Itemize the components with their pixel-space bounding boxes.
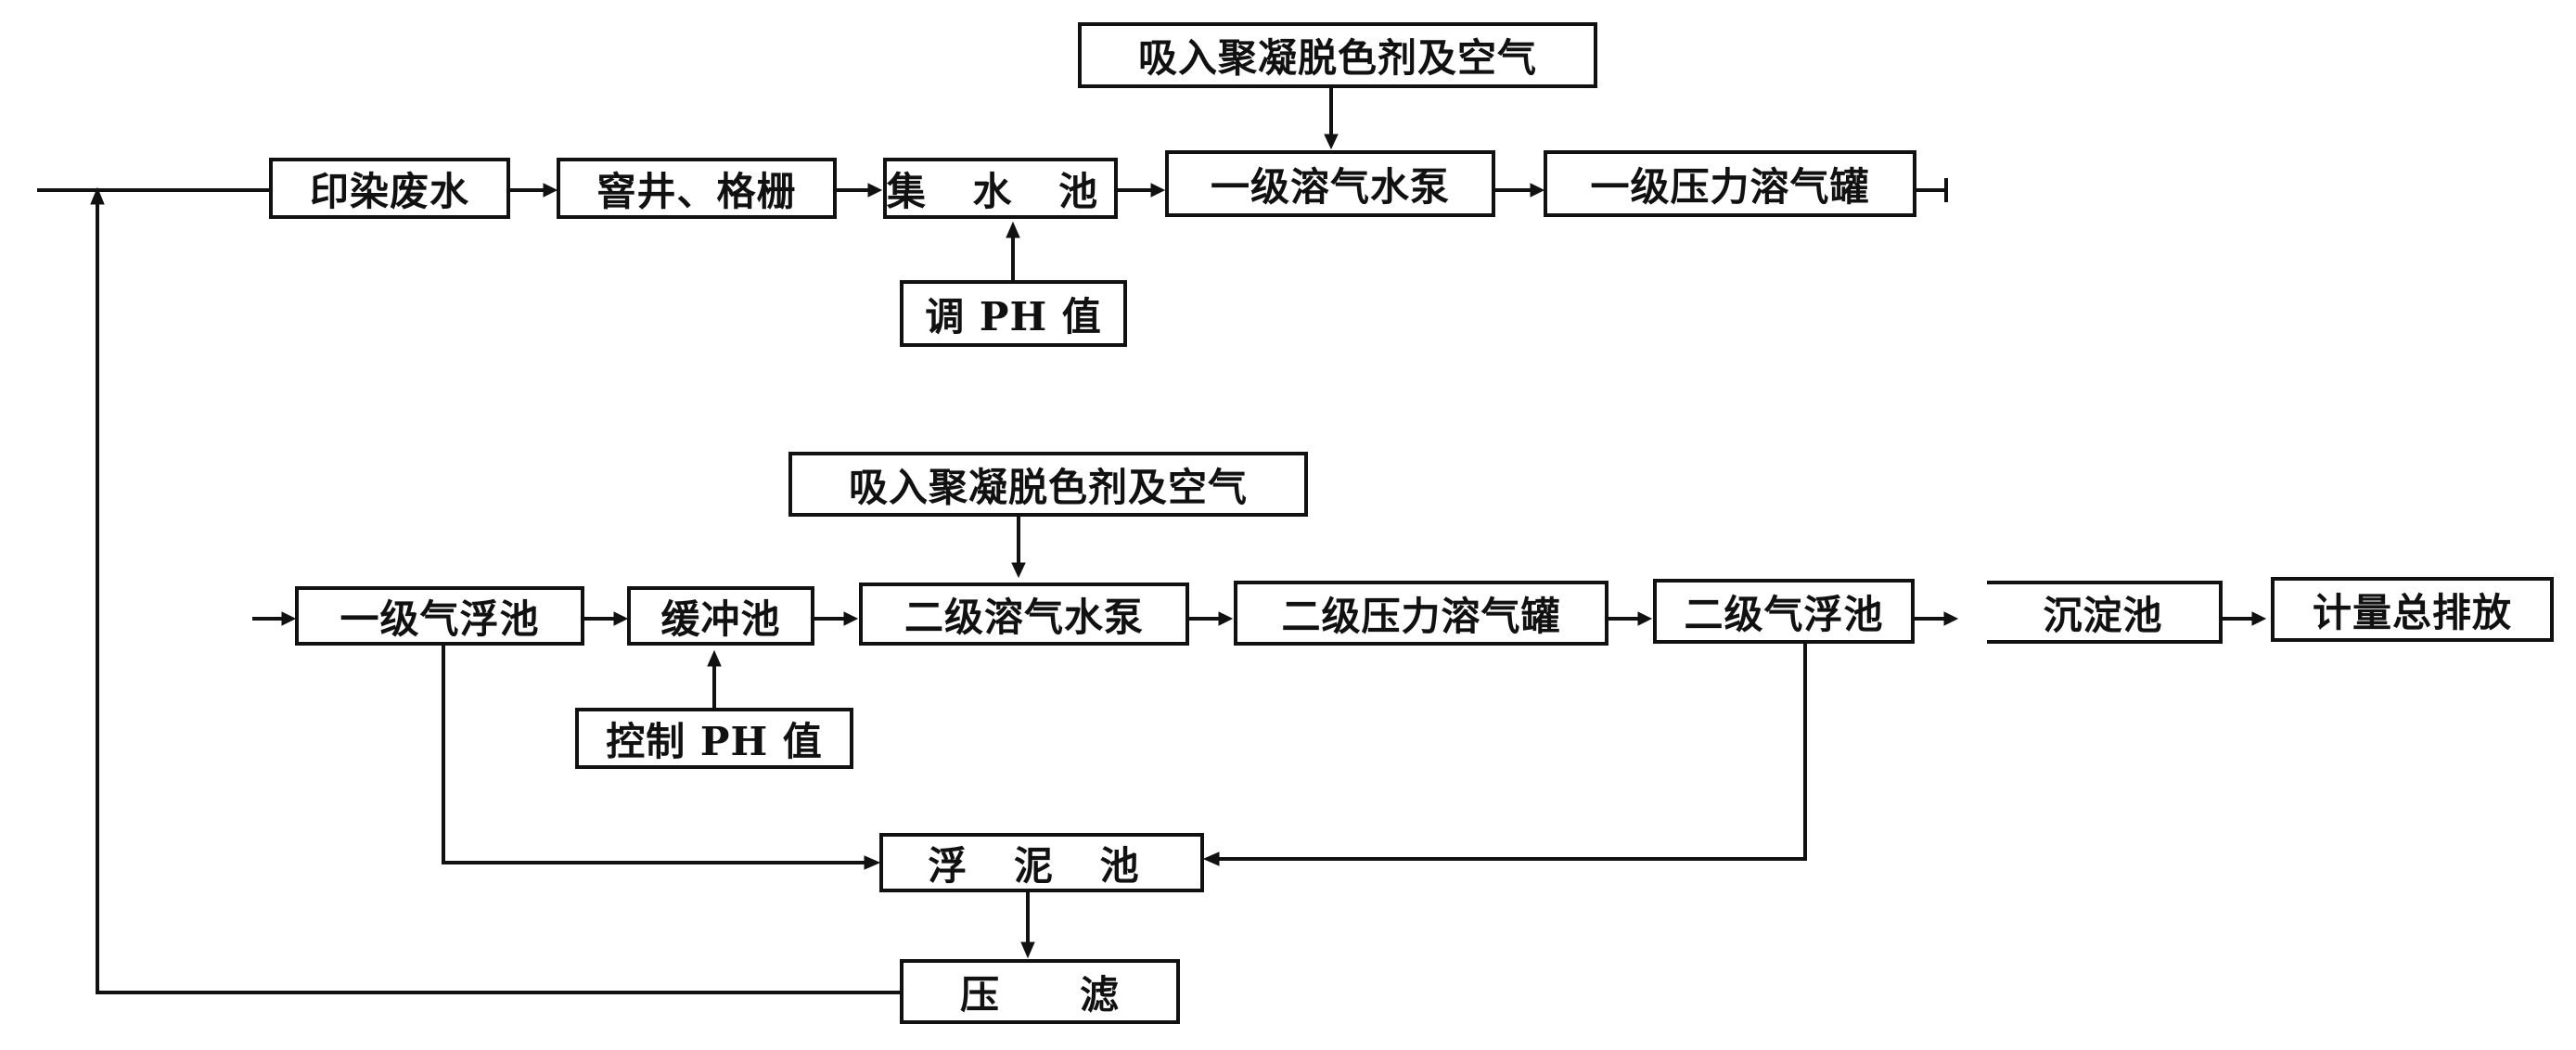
node-pressure-tank-stage1: 一级压力溶气罐 bbox=[1544, 150, 1916, 217]
node-collection-tank: 集 水 池 bbox=[883, 158, 1118, 219]
node-pressure-tank-stage2: 二级压力溶气罐 bbox=[1234, 581, 1608, 646]
node-label: 缓冲池 bbox=[660, 595, 781, 642]
node-filter-press: 压 滤 bbox=[900, 959, 1180, 1024]
line-float1-sludge bbox=[442, 642, 868, 864]
node-label: 沉淀池 bbox=[2043, 592, 2163, 638]
arrowhead bbox=[1324, 134, 1339, 150]
node-label: 吸入聚凝脱色剂及空气 bbox=[1137, 35, 1537, 81]
arrowhead bbox=[1150, 183, 1166, 198]
arrowhead bbox=[1020, 941, 1035, 959]
arrowhead bbox=[1943, 611, 1959, 626]
arrowhead bbox=[1006, 221, 1020, 238]
arrowhead bbox=[864, 855, 881, 870]
node-adjust-ph: 调 PH 值 bbox=[900, 280, 1127, 347]
node-reagent-air-1: 吸入聚凝脱色剂及空气 bbox=[1078, 22, 1597, 88]
node-label: 一级溶气水泵 bbox=[1210, 163, 1450, 210]
node-control-ph: 控制 PH 值 bbox=[575, 708, 853, 769]
node-label: 印染废水 bbox=[309, 168, 469, 214]
node-float-tank-stage1: 一级气浮池 bbox=[295, 586, 584, 646]
node-label: 集 水 池 bbox=[886, 168, 1115, 214]
arrowhead bbox=[1202, 852, 1220, 866]
line-float2-sludge bbox=[1215, 642, 1807, 861]
node-settling-tank: 沉淀池 bbox=[1987, 581, 2223, 644]
arrowhead bbox=[867, 183, 883, 198]
node-well-grate: 窨井、格栅 bbox=[557, 158, 837, 219]
node-dyeing-wastewater: 印染废水 bbox=[269, 158, 510, 219]
arrowhead bbox=[2251, 611, 2267, 626]
arrowhead bbox=[613, 611, 629, 626]
node-float-tank-stage2: 二级气浮池 bbox=[1653, 579, 1915, 644]
node-label: 吸入聚凝脱色剂及空气 bbox=[848, 464, 1248, 510]
node-label: 二级压力溶气罐 bbox=[1281, 593, 1561, 639]
node-pump-stage1: 一级溶气水泵 bbox=[1165, 150, 1495, 217]
arrowhead bbox=[281, 611, 297, 626]
node-buffer-tank: 缓冲池 bbox=[627, 586, 814, 646]
node-label: 一级压力溶气罐 bbox=[1590, 163, 1870, 210]
arrowhead bbox=[1637, 611, 1653, 626]
node-label: 窨井、格栅 bbox=[596, 168, 797, 214]
node-label: 调 PH 值 bbox=[925, 293, 1102, 339]
node-label: 二级气浮池 bbox=[1684, 591, 1884, 637]
node-label: 计量总排放 bbox=[2312, 589, 2512, 635]
node-label: 压 滤 bbox=[959, 971, 1120, 1018]
node-label: 一级气浮池 bbox=[340, 595, 540, 642]
line-press-return bbox=[96, 199, 900, 994]
node-label: 控制 PH 值 bbox=[606, 718, 823, 764]
node-sludge-pool: 浮 泥 池 bbox=[879, 833, 1204, 892]
node-metered-discharge: 计量总排放 bbox=[2271, 577, 2554, 642]
arrowhead bbox=[843, 611, 859, 626]
arrowhead bbox=[707, 649, 722, 667]
node-label: 浮 泥 池 bbox=[928, 842, 1156, 889]
arrowhead bbox=[1011, 562, 1026, 579]
node-label: 二级溶气水泵 bbox=[904, 594, 1144, 640]
node-reagent-air-2: 吸入聚凝脱色剂及空气 bbox=[788, 452, 1308, 517]
arrowhead bbox=[1218, 611, 1234, 626]
node-pump-stage2: 二级溶气水泵 bbox=[859, 583, 1189, 646]
arrowhead bbox=[543, 183, 558, 198]
arrowhead bbox=[90, 186, 105, 205]
arrowhead bbox=[1530, 183, 1545, 198]
